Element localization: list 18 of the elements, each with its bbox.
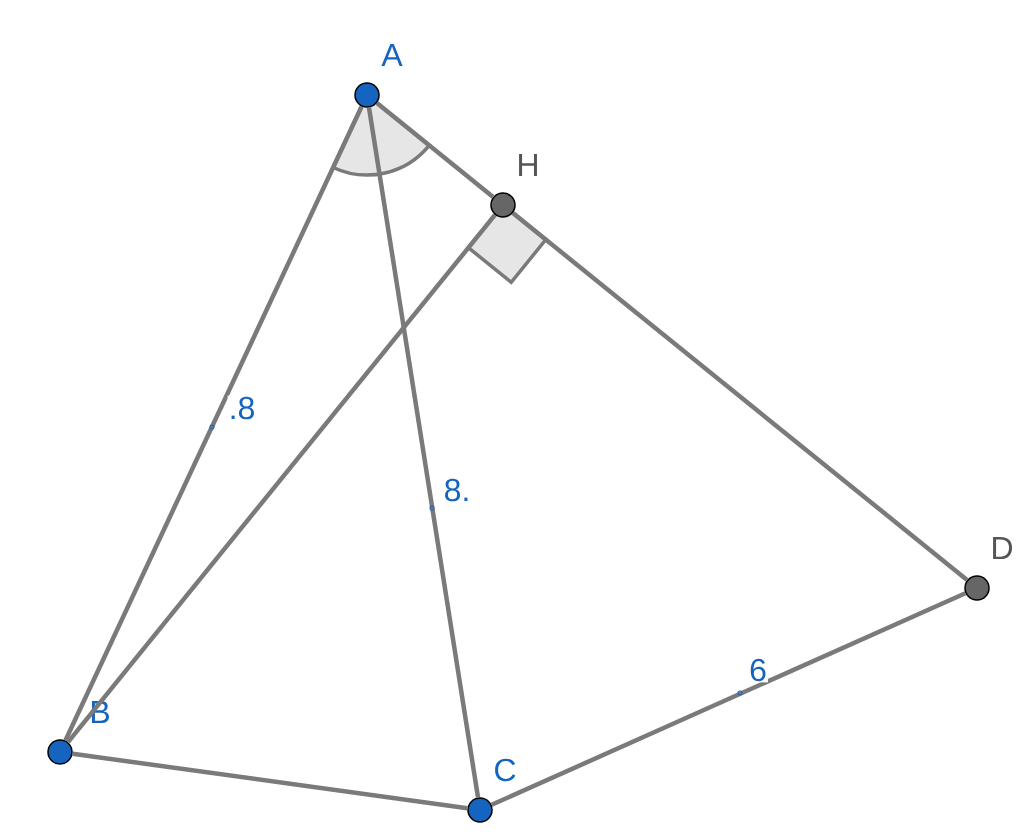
line-segment: [511, 211, 969, 582]
point: A: [354, 43, 404, 108]
node-label: C: [495, 758, 516, 782]
point: H: [490, 153, 541, 218]
line-segment: [63, 105, 364, 742]
node-label: D: [993, 537, 1013, 560]
line-segment: [366, 107, 481, 798]
line-segment: [66, 213, 497, 744]
node-label: A: [381, 44, 403, 67]
point: D: [964, 536, 1015, 601]
line-segment: [72, 751, 468, 811]
line-segment: [375, 101, 495, 199]
line-segment: [490, 591, 967, 807]
edge-label: 6: [737, 657, 768, 696]
point: C: [467, 757, 518, 823]
node-label: H: [519, 154, 537, 177]
edge-label: .8: [209, 395, 257, 430]
edge-label: 8.: [429, 477, 472, 511]
